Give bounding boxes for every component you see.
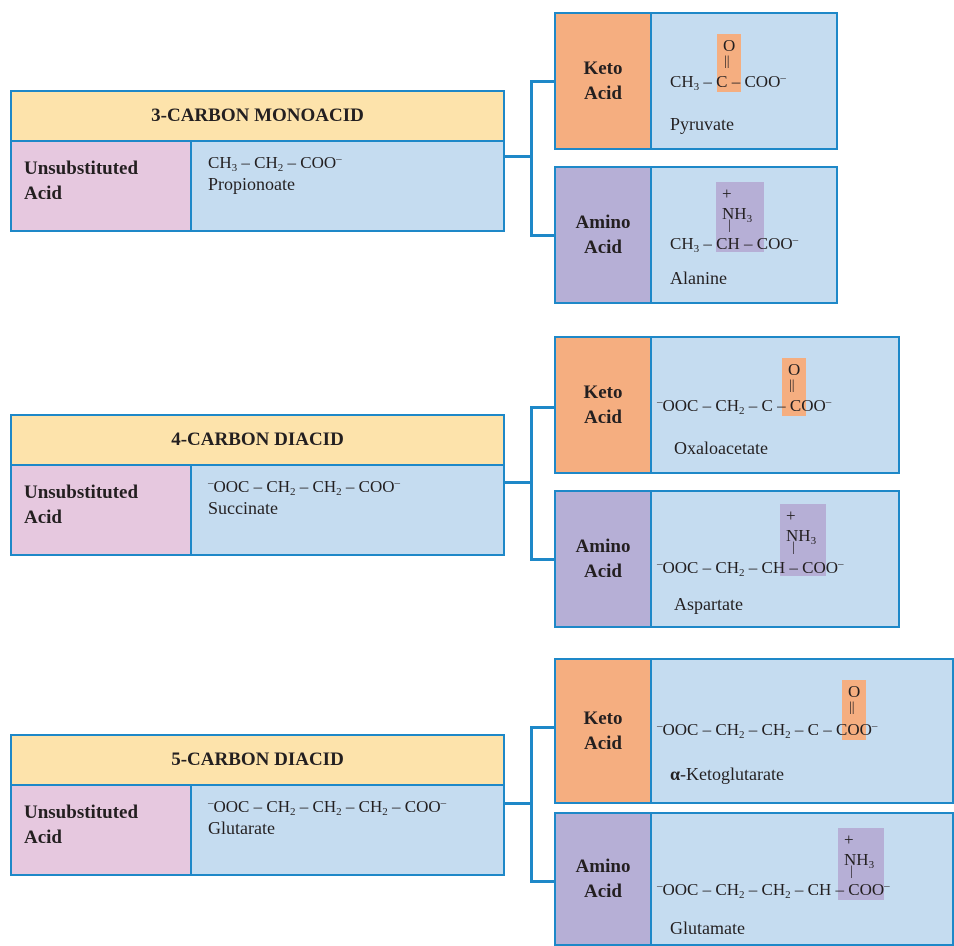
amino-highlight [716, 182, 764, 252]
amino-single-bond: | [850, 864, 853, 879]
group-header: 3-CARBON MONOACID [10, 90, 505, 142]
amino-group: +NH3 [786, 506, 817, 547]
keto-acid-formula-box: O || –OOC – CH2 – CH2 – C – COO– α-Ketog… [650, 658, 954, 804]
keto-highlight [782, 358, 806, 416]
amino-name: Aspartate [674, 594, 743, 614]
keto-name: Oxaloacetate [674, 438, 768, 458]
label-line-1: Keto [583, 382, 623, 403]
keto-oxygen: O [788, 360, 801, 379]
label-line-1: Unsubstituted [24, 158, 139, 179]
label-line-1: Amino [575, 536, 631, 557]
connector-to-keto [530, 726, 556, 729]
connector-to-amino [530, 234, 556, 237]
unsubstituted-acid-label: Unsubstituted Acid [10, 464, 192, 556]
label-line-2: Acid [584, 881, 622, 902]
keto-double-bond: || [789, 378, 795, 393]
connector-vertical [530, 80, 533, 237]
amino-group: +NH3 [722, 184, 753, 225]
amino-name: Alanine [670, 268, 727, 288]
label-line-1: Keto [583, 708, 623, 729]
unsubstituted-acid-formula-box: –OOC – CH2 – CH2 – COO– Succinate [190, 464, 505, 556]
amino-single-bond: | [728, 218, 731, 233]
keto-acid-formula-box: O || –OOC – CH2 – C – COO– Oxaloacetate [650, 336, 900, 474]
keto-oxygen: O [848, 682, 861, 701]
amino-single-bond: | [792, 540, 795, 555]
keto-name: α-Ketoglutarate [670, 764, 784, 784]
connector-stub [505, 802, 531, 805]
connector-vertical [530, 406, 533, 561]
keto-oxygen: O [723, 36, 736, 55]
unsubstituted-formula: CH3 – CH2 – COO– [208, 153, 342, 174]
keto-name: Pyruvate [670, 114, 734, 134]
unsubstituted-acid-formula-box: –OOC – CH2 – CH2 – CH2 – COO– Glutarate [190, 784, 505, 876]
keto-formula: CH3 – C – COO– [670, 72, 786, 93]
label-line-2: Acid [24, 827, 62, 848]
keto-formula: –OOC – CH2 – CH2 – C – COO– [657, 720, 878, 741]
amino-group: +NH3 [844, 830, 875, 871]
label-line-1: Amino [575, 212, 631, 233]
label-line-1: Unsubstituted [24, 482, 139, 503]
amino-highlight [838, 828, 884, 900]
unsubstituted-formula: –OOC – CH2 – CH2 – CH2 – COO– [208, 797, 447, 818]
label-line-2: Acid [584, 561, 622, 582]
keto-double-bond: || [724, 54, 730, 69]
label-line-2: Acid [24, 507, 62, 528]
unsubstituted-acid-formula-box: CH3 – CH2 – COO– Propionoate [190, 140, 505, 232]
unsubstituted-acid-label: Unsubstituted Acid [10, 784, 192, 876]
unsubstituted-name: Succinate [208, 498, 278, 518]
label-line-2: Acid [583, 733, 622, 754]
amino-formula: –OOC – CH2 – CH – COO– [657, 558, 844, 579]
amino-acid-formula-box: +NH3 | CH3 – CH – COO– Alanine [650, 166, 838, 304]
unsubstituted-acid-label: Unsubstituted Acid [10, 140, 192, 232]
unsubstituted-formula: –OOC – CH2 – CH2 – COO– [208, 477, 401, 498]
amino-formula: CH3 – CH – COO– [670, 234, 799, 255]
label-line-2: Acid [583, 83, 622, 104]
amino-highlight [780, 504, 826, 576]
connector-stub [505, 155, 531, 158]
amino-name: Glutamate [670, 918, 745, 938]
keto-acid-formula-box: O || CH3 – C – COO– Pyruvate [650, 12, 838, 150]
connector-to-amino [530, 558, 556, 561]
connector-stub [505, 481, 531, 484]
label-line-2: Acid [583, 407, 622, 428]
keto-double-bond: || [849, 700, 855, 715]
amino-formula: –OOC – CH2 – CH2 – CH – COO– [657, 880, 890, 901]
amino-acid-formula-box: +NH3 | –OOC – CH2 – CH – COO– Aspartate [650, 490, 900, 628]
keto-highlight [717, 34, 741, 92]
label-line-1: Keto [583, 58, 623, 79]
group-header: 5-CARBON DIACID [10, 734, 505, 786]
group-header: 4-CARBON DIACID [10, 414, 505, 466]
unsubstituted-name: Glutarate [208, 818, 275, 838]
label-line-2: Acid [24, 183, 62, 204]
connector-to-keto [530, 406, 556, 409]
connector-to-keto [530, 80, 556, 83]
unsubstituted-name: Propionoate [208, 174, 295, 194]
label-line-2: Acid [584, 237, 622, 258]
amino-acid-formula-box: +NH3 | –OOC – CH2 – CH2 – CH – COO– Glut… [650, 812, 954, 946]
connector-vertical [530, 726, 533, 883]
keto-formula: –OOC – CH2 – C – COO– [657, 396, 832, 417]
keto-highlight [842, 680, 866, 740]
alpha-symbol: α [670, 764, 681, 784]
label-line-1: Amino [575, 856, 631, 877]
label-line-1: Unsubstituted [24, 802, 139, 823]
connector-to-amino [530, 880, 556, 883]
